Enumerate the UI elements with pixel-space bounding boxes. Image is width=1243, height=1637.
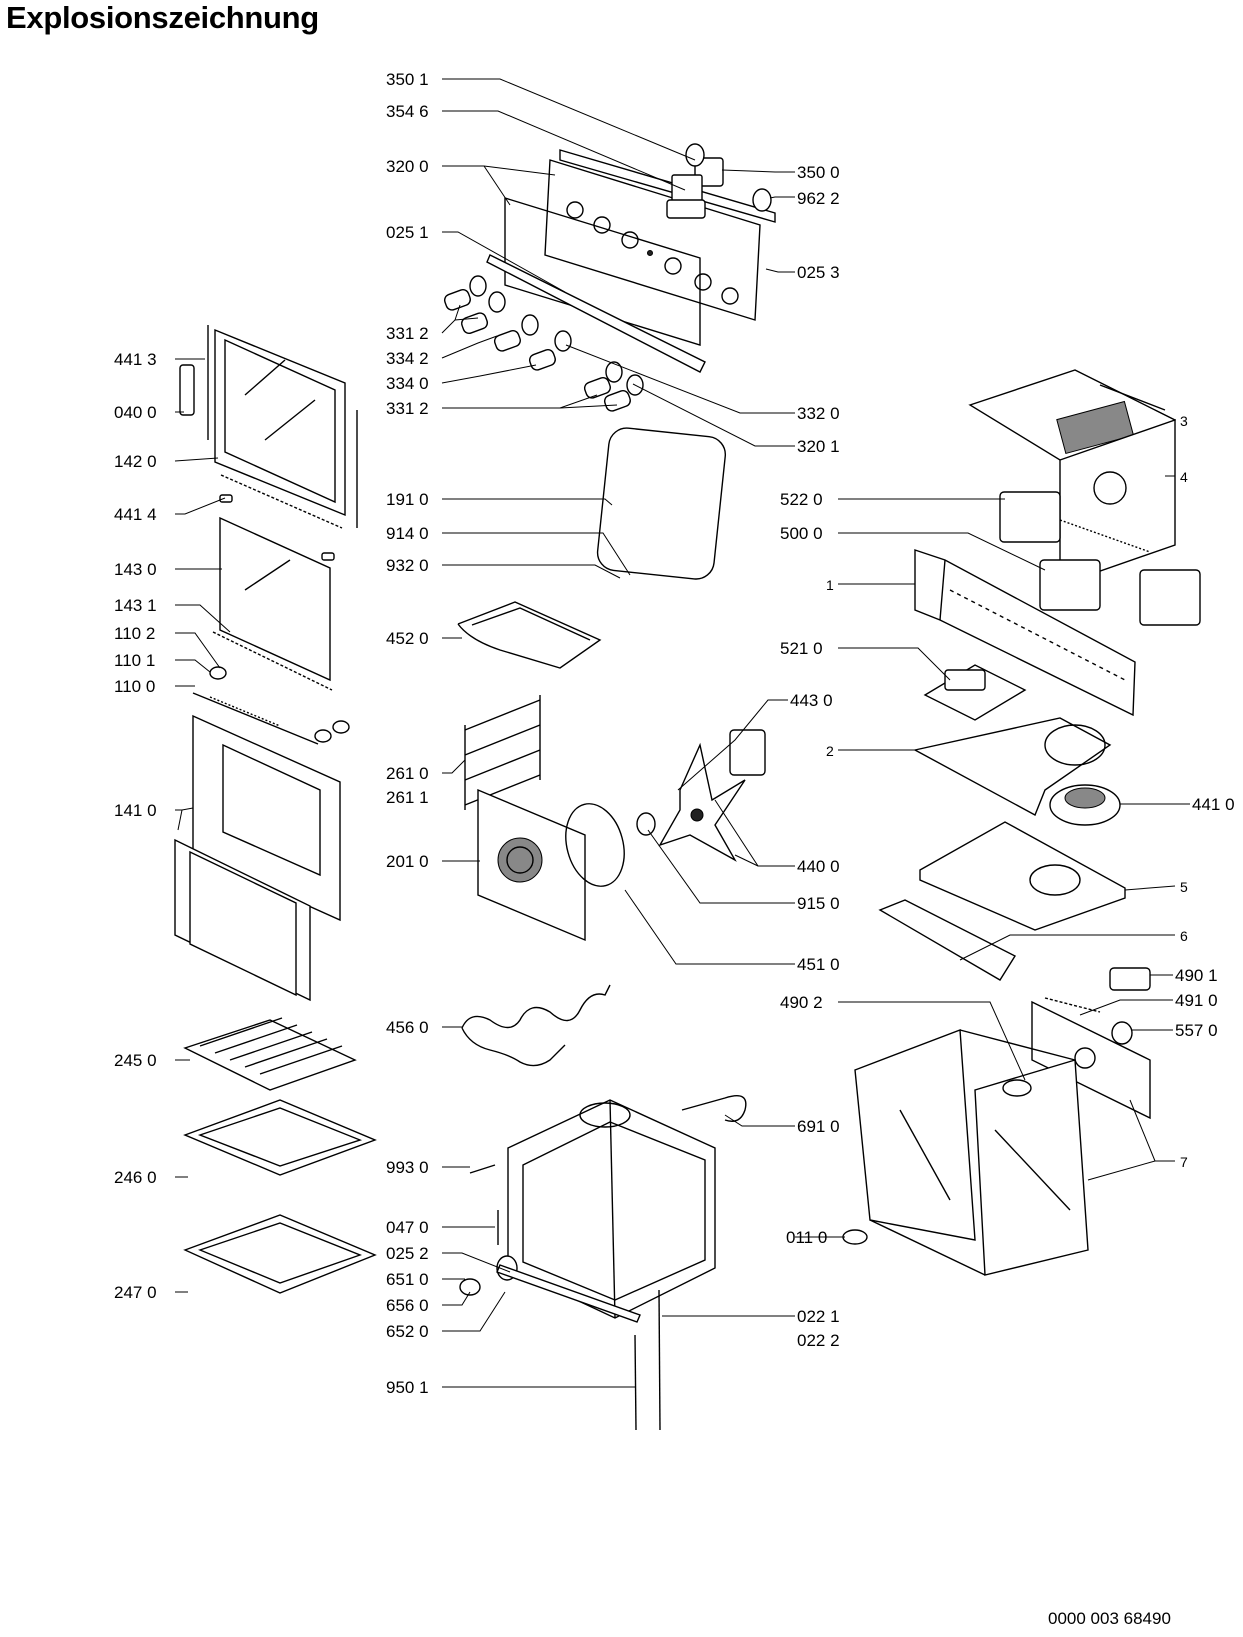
label-443-0: 443 0 (790, 691, 833, 710)
baking-tray-part (183, 1099, 377, 1176)
leader-lines (174, 78, 1190, 1388)
rear-panel-parts (1031, 967, 1151, 1120)
label-441-3: 441 3 (114, 350, 157, 369)
label-932-0: 932 0 (386, 556, 429, 575)
label-441-0: 441 0 (1192, 795, 1235, 814)
label-914-0: 914 0 (386, 524, 429, 543)
label-245-0: 245 0 (114, 1051, 157, 1070)
deep-tray-part (183, 1214, 377, 1294)
label-656-0: 656 0 (386, 1296, 429, 1315)
label-651-0: 651 0 (386, 1270, 429, 1289)
cooling-fan-part (1049, 784, 1121, 826)
temperature-sensor-part (681, 1095, 747, 1122)
panel-strip-part (486, 254, 706, 373)
control-module-parts (999, 491, 1201, 626)
label-142-0: 142 0 (114, 452, 157, 471)
label-022-1: 022 1 (797, 1307, 840, 1326)
label-331-2b: 331 2 (386, 399, 429, 418)
label-040-0: 040 0 (114, 403, 157, 422)
label-500-0: 500 0 (780, 524, 823, 543)
top-housing-part (968, 369, 1176, 586)
label-246-0: 246 0 (114, 1168, 157, 1187)
label-2: 2 (826, 743, 834, 759)
label-110-2: 110 2 (114, 624, 155, 643)
label-354-6: 354 6 (386, 102, 429, 121)
control-panel-part (504, 149, 776, 346)
label-451-0: 451 0 (797, 955, 840, 974)
label-652-0: 652 0 (386, 1322, 429, 1341)
label-334-2: 334 2 (386, 349, 429, 368)
label-491-0: 491 0 (1175, 991, 1218, 1010)
bottom-plate-part (878, 821, 1126, 981)
inner-glass-part (212, 494, 335, 691)
label-441-4: 441 4 (114, 505, 157, 524)
side-rail-parts (634, 1289, 661, 1431)
oven-door-seal-part (596, 427, 727, 580)
label-522-0: 522 0 (780, 490, 823, 509)
label-025-3: 025 3 (797, 263, 840, 282)
label-320-1: 320 1 (797, 437, 840, 456)
top-heating-element-part (457, 601, 602, 669)
door-handle-part (192, 666, 350, 745)
oven-shelf-rack-part (183, 1017, 357, 1091)
label-915-0: 915 0 (797, 894, 840, 913)
label-025-2: 025 2 (386, 1244, 429, 1263)
door-frame-part (179, 325, 358, 529)
part-labels: 350 1 354 6 320 0 350 0 962 2 025 1 025 … (114, 70, 1235, 1397)
label-490-2: 490 2 (780, 993, 823, 1012)
label-332-0: 332 0 (797, 404, 840, 423)
label-691-0: 691 0 (797, 1117, 840, 1136)
label-011-0: 011 0 (786, 1228, 827, 1247)
bottom-heating-element-part (461, 984, 611, 1067)
label-7: 7 (1180, 1154, 1188, 1170)
document-number: 0000 003 68490 (1048, 1609, 1171, 1628)
top-shelf-part (913, 717, 1112, 816)
circuit-board-part (923, 664, 1027, 721)
label-6: 6 (1180, 928, 1188, 944)
label-143-0: 143 0 (114, 560, 157, 579)
label-521-0: 521 0 (780, 639, 823, 658)
label-1: 1 (826, 577, 834, 593)
outer-door-glass-part (174, 714, 341, 1002)
rear-fan-cover-part (477, 788, 586, 942)
label-025-1: 025 1 (386, 223, 429, 242)
label-247-0: 247 0 (114, 1283, 157, 1302)
front-frame-part (914, 549, 1136, 717)
selector-parts (666, 143, 772, 219)
label-261-1: 261 1 (386, 788, 429, 807)
label-962-2: 962 2 (797, 189, 840, 208)
label-950-1: 950 1 (386, 1378, 429, 1397)
label-201-0: 201 0 (386, 852, 429, 871)
label-5: 5 (1180, 879, 1188, 895)
label-440-0: 440 0 (797, 857, 840, 876)
label-331-2a: 331 2 (386, 324, 429, 343)
label-557-0: 557 0 (1175, 1021, 1218, 1040)
label-110-1: 110 1 (114, 651, 155, 670)
knob-parts (443, 275, 644, 412)
side-rack-part (464, 695, 541, 810)
label-350-0: 350 0 (797, 163, 840, 182)
oven-carcass-part (842, 1029, 1089, 1276)
label-993-0: 993 0 (386, 1158, 429, 1177)
label-022-2: 022 2 (797, 1331, 840, 1350)
label-143-1: 143 1 (114, 596, 157, 615)
label-490-1: 490 1 (1175, 966, 1218, 985)
label-4: 4 (1180, 469, 1188, 485)
label-141-0: 141 0 (114, 801, 157, 820)
label-110-0: 110 0 (114, 677, 155, 696)
label-261-0: 261 0 (386, 764, 429, 783)
front-strip-part (496, 1264, 641, 1323)
label-334-0: 334 0 (386, 374, 429, 393)
label-350-1: 350 1 (386, 70, 429, 89)
label-191-0: 191 0 (386, 490, 429, 509)
page-title: Explosionszeichnung (6, 0, 319, 35)
label-3: 3 (1180, 413, 1188, 429)
label-456-0: 456 0 (386, 1018, 429, 1037)
label-320-0: 320 0 (386, 157, 429, 176)
fan-motor-part (636, 729, 766, 862)
label-452-0: 452 0 (386, 629, 429, 648)
label-047-0: 047 0 (386, 1218, 429, 1237)
ring-heating-element-part (565, 803, 625, 887)
